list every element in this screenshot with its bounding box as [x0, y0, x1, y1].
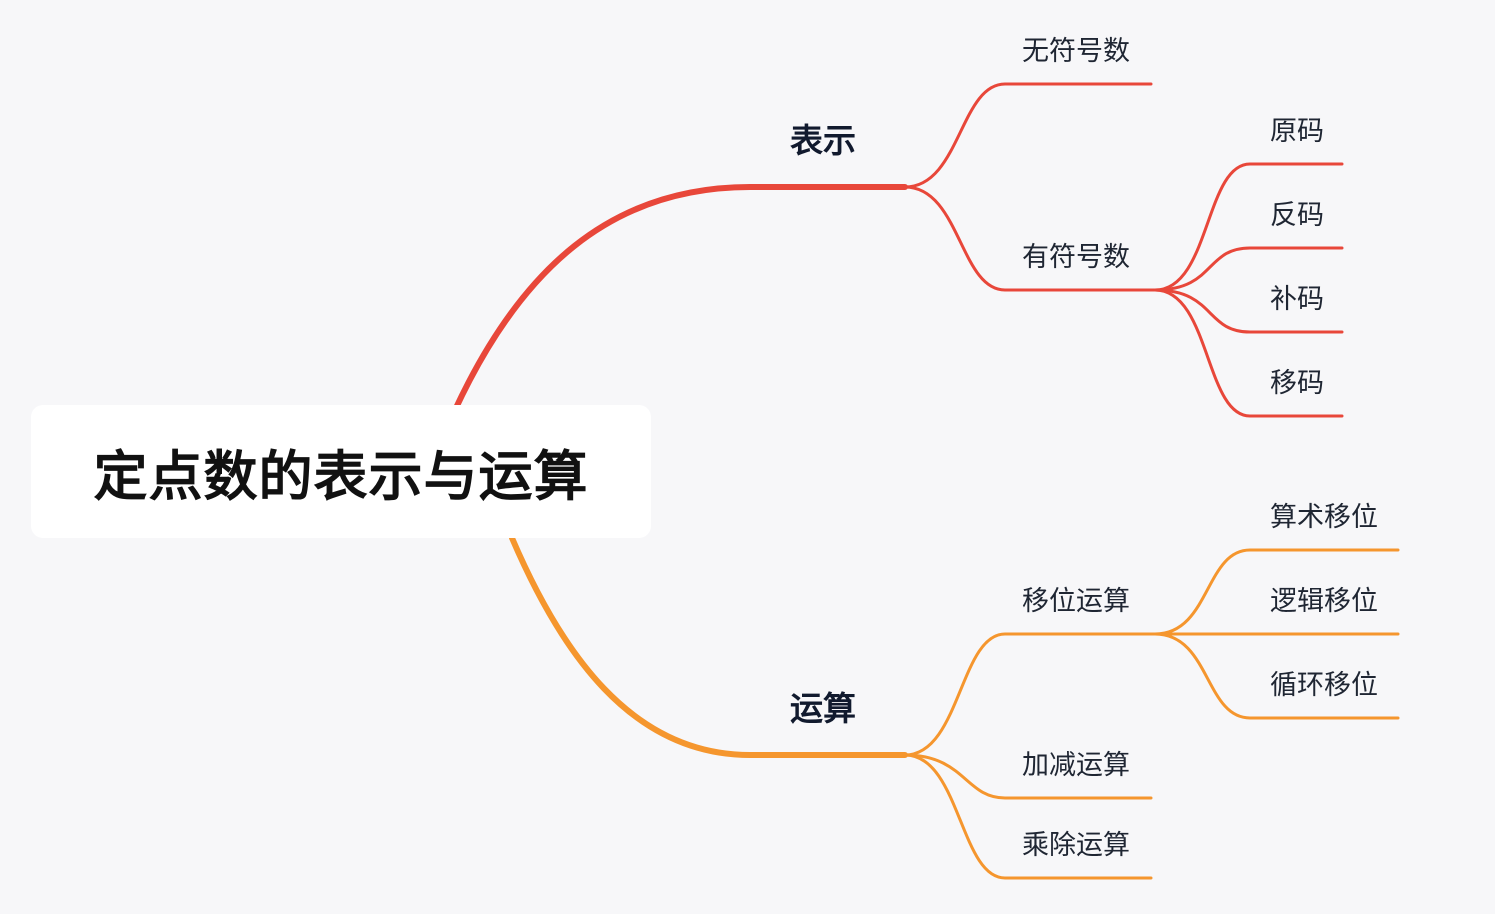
connector-root-to-operation: [509, 535, 908, 758]
operation-connectors: [903, 548, 1400, 880]
node-sign-magnitude[interactable]: 原码: [1270, 116, 1324, 147]
node-ones-complement[interactable]: 反码: [1270, 200, 1324, 231]
node-logical-shift[interactable]: 逻辑移位: [1270, 586, 1378, 617]
node-unsigned[interactable]: 无符号数: [1022, 36, 1130, 67]
node-biased[interactable]: 移码: [1270, 368, 1324, 399]
node-signed[interactable]: 有符号数: [1022, 242, 1130, 273]
node-rotate-shift[interactable]: 循环移位: [1270, 670, 1378, 701]
branch-operation[interactable]: 运算: [790, 689, 856, 728]
node-mul-div-operation[interactable]: 乘除运算: [1022, 830, 1130, 861]
node-shift-operation[interactable]: 移位运算: [1022, 586, 1130, 617]
connector-twos-complement: [1153, 288, 1344, 334]
node-add-sub-operation[interactable]: 加减运算: [1022, 750, 1130, 781]
connector-arithmetic-shift: [1153, 548, 1400, 636]
connector-unsigned: [903, 82, 1153, 189]
representation-connectors: [903, 82, 1344, 418]
connector-rotate-shift: [1153, 632, 1400, 720]
branch-representation[interactable]: 表示: [790, 121, 856, 160]
root-title: 定点数的表示与运算: [93, 445, 589, 508]
connector-root-to-representation: [452, 184, 908, 413]
root-node[interactable]: 定点数的表示与运算: [31, 405, 651, 538]
connector-mul-div: [903, 753, 1153, 880]
connector-add-sub: [903, 753, 1153, 800]
node-twos-complement[interactable]: 补码: [1270, 284, 1324, 315]
connector-ones-complement: [1153, 246, 1344, 292]
connector-sign-magnitude: [1153, 162, 1344, 292]
node-arithmetic-shift[interactable]: 算术移位: [1270, 502, 1378, 533]
connector-shift: [903, 632, 1157, 757]
connector-biased: [1153, 288, 1344, 418]
connector-signed: [903, 185, 1157, 292]
